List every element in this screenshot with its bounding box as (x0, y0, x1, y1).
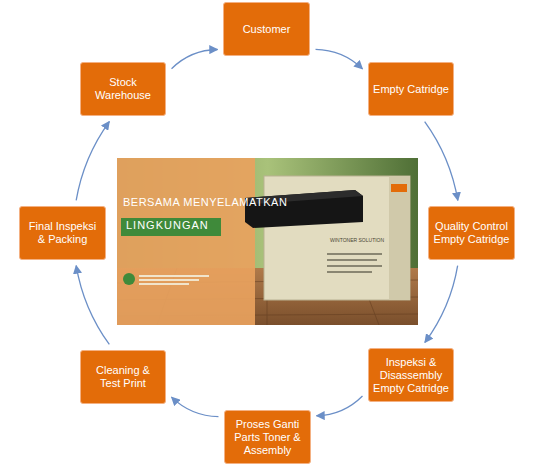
box-text-group: Stock Warehouse (85, 76, 161, 102)
process-box: Cleaning & Test Print (80, 350, 166, 404)
process-box: Final Inspeksi & Packing (19, 206, 106, 260)
process-box: Proses Ganti Parts Toner & Assembly (224, 410, 311, 464)
box-text-group: Quality Control Empty Catridge (433, 220, 510, 246)
process-box: Quality Control Empty Catridge (428, 206, 515, 260)
box-brand-text: WINTONER SOLUTION (330, 237, 384, 243)
process-box: Stock Warehouse (80, 62, 166, 116)
flow-arrow (76, 122, 109, 201)
box-label: Customer (243, 23, 291, 36)
box-text-group: Customer (243, 23, 291, 36)
box-label: Stock Warehouse (85, 76, 161, 102)
banner-panel (117, 158, 255, 325)
box-text-group: Empty Catridge (373, 83, 449, 96)
photo-background (117, 158, 418, 325)
box-text-group: Final Inspeksi & Packing (24, 220, 101, 246)
banner-fineprint (139, 275, 209, 285)
toner-cartridge (245, 190, 363, 228)
flow-arrow (425, 266, 458, 343)
box-text-group: Proses Ganti Parts Toner & Assembly (229, 418, 306, 457)
box-text-group: Inspeksi & Disassembly Empty Catridge (373, 356, 449, 395)
box-text-group: Cleaning & Test Print (85, 364, 161, 390)
flow-arrow (172, 397, 219, 416)
box-label: Inspeksi & Disassembly Empty Catridge (373, 356, 449, 395)
process-box: Inspeksi & Disassembly Empty Catridge (368, 348, 454, 402)
recycle-icon (123, 273, 135, 285)
banner-highlight-text: LINGKUNGAN (126, 219, 209, 231)
box-side (389, 176, 410, 300)
flow-arrow (76, 266, 109, 345)
process-box: Empty Catridge (368, 62, 454, 116)
process-box: Customer (223, 2, 310, 56)
box-label: Empty Catridge (373, 83, 449, 96)
flow-arrow (316, 49, 363, 68)
banner-heading: BERSAMA MENYELAMATKAN (123, 196, 287, 208)
flow-arrow (425, 122, 458, 201)
flow-arrow (172, 50, 218, 69)
box-label: Cleaning & Test Print (85, 364, 161, 390)
box-label: Final Inspeksi & Packing (24, 220, 101, 246)
box-label: Quality Control Empty Catridge (433, 220, 510, 246)
box-badge (391, 184, 407, 192)
box-fineprint (327, 253, 382, 273)
banner-highlight (121, 218, 221, 236)
box-label: Proses Ganti Parts Toner & Assembly (229, 418, 306, 457)
flow-arrow (317, 396, 363, 416)
